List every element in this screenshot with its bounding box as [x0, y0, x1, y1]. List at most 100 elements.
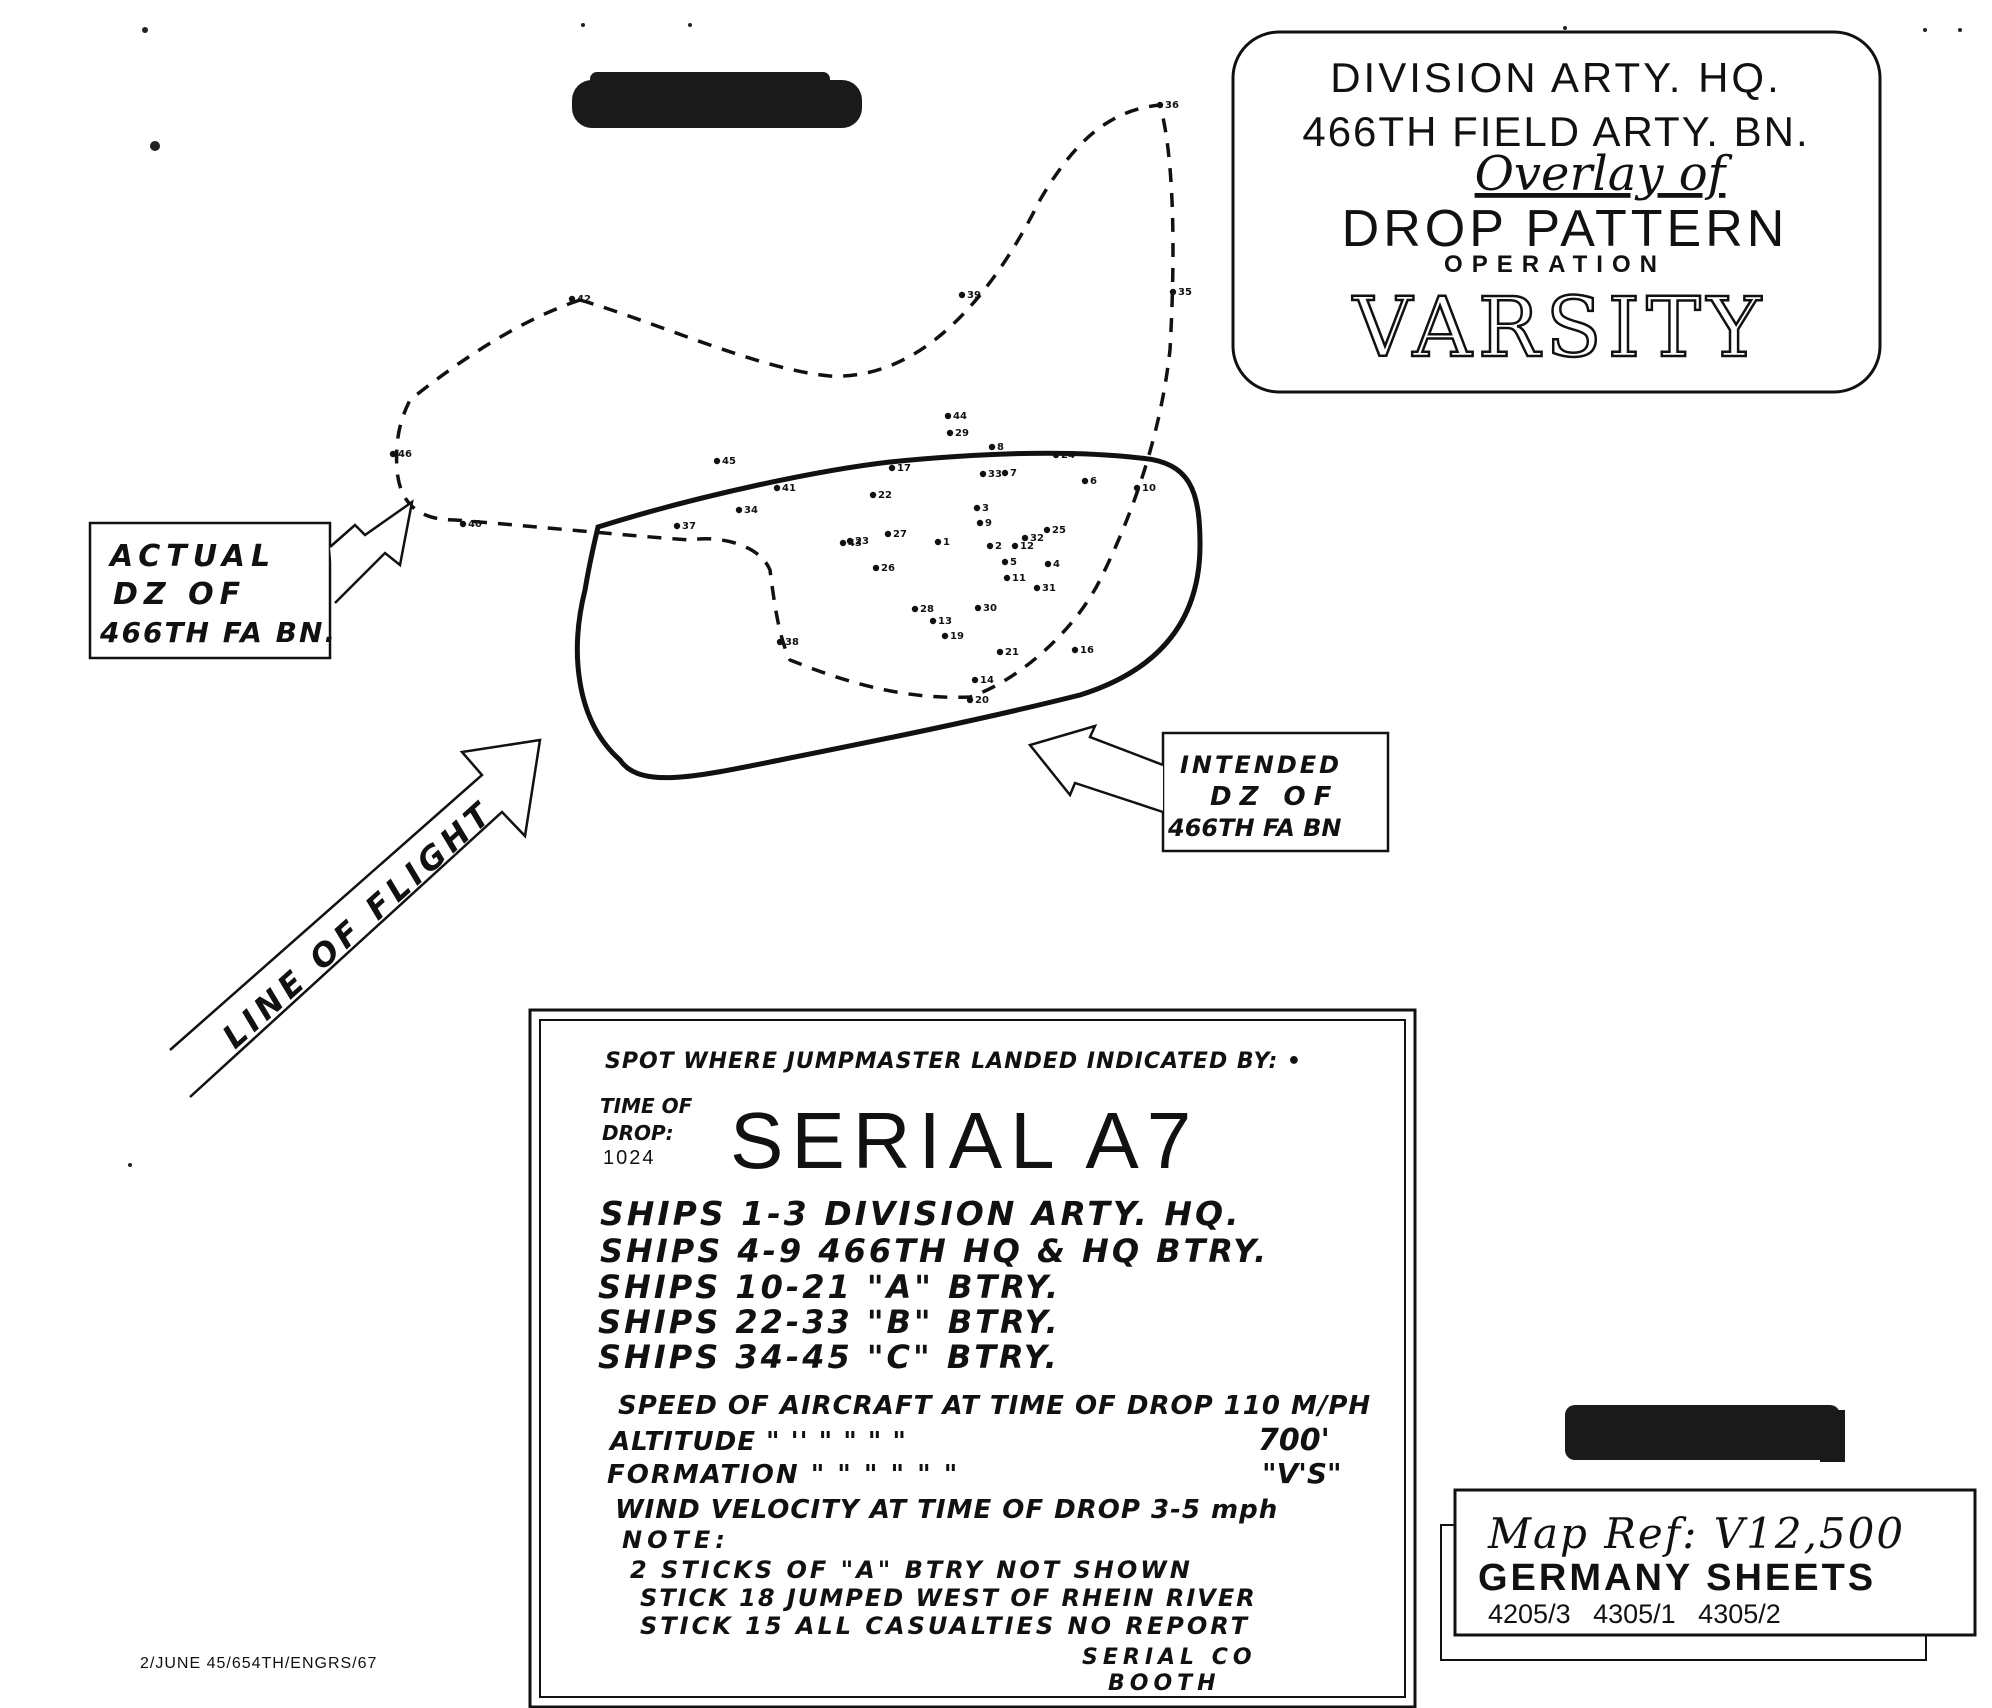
legend-ship-line-5: SHIPS 34-45 "C" BTRY.	[598, 1338, 1060, 1376]
landing-point-dot	[673, 522, 681, 530]
classification-redaction-bottom	[1565, 1405, 1845, 1462]
legend-signature-line1: SERIAL CO	[1082, 1645, 1257, 1670]
landing-point-7: 7	[1001, 468, 1017, 479]
landing-point-41: 41	[773, 483, 796, 494]
landing-point-8: 8	[988, 442, 1004, 453]
landing-point-label: 20	[975, 695, 989, 706]
landing-point-label: 27	[893, 529, 907, 540]
landing-point-dot	[1052, 451, 1060, 459]
legend-spot-note: SPOT WHERE JUMPMASTER LANDED INDICATED B…	[605, 1049, 1302, 1074]
landing-point-12: 12	[1011, 541, 1034, 552]
landing-point-label: 17	[897, 463, 911, 474]
landing-point-2: 2	[986, 541, 1002, 552]
landing-point-13: 13	[929, 616, 952, 627]
landing-point-dot	[1081, 477, 1089, 485]
intended-dz-arrow	[1027, 724, 1164, 814]
landing-point-label: 46	[398, 449, 412, 460]
landing-point-5: 5	[1001, 557, 1017, 568]
landing-point-dot	[941, 632, 949, 640]
legend-drop: DROP:	[602, 1121, 674, 1145]
legend-ship-line-2: SHIPS 4-9 466TH HQ & HQ BTRY.	[600, 1232, 1269, 1270]
map-ref-line1: Map Ref: V12,500	[1487, 1509, 1905, 1558]
landing-point-dot	[966, 696, 974, 704]
landing-point-label: 25	[1052, 525, 1066, 536]
landing-point-6: 6	[1081, 476, 1097, 487]
legend-note-2: STICK 18 JUMPED WEST OF RHEIN RIVER	[640, 1584, 1257, 1612]
legend-note-1: 2 STICKS OF "A" BTRY NOT SHOWN	[630, 1556, 1193, 1584]
line-of-flight-arrow: LINE OF FLIGHT	[169, 738, 542, 1098]
actual-dz-label-box: ACTUAL DZ OF 466TH FA BN.	[88, 499, 414, 660]
landing-point-label: 8	[997, 442, 1004, 453]
intended-dz-label-line1: INTENDED	[1180, 751, 1342, 779]
legend-signature-line2: BOOTH	[1108, 1671, 1221, 1696]
actual-dz-outline	[394, 103, 1175, 700]
landing-point-label: 32	[1030, 533, 1044, 544]
landing-point-25: 25	[1043, 525, 1066, 536]
landing-point-label: 11	[1012, 573, 1026, 584]
landing-point-label: 38	[785, 637, 799, 648]
actual-dz-label-line1: ACTUAL	[108, 539, 276, 574]
legend-ship-line-1: SHIPS 1-3 DIVISION ARTY. HQ.	[600, 1194, 1242, 1233]
landing-point-label: 21	[1005, 647, 1019, 658]
landing-point-label: 37	[682, 521, 696, 532]
landing-point-30: 30	[974, 603, 997, 614]
landing-point-dot	[979, 470, 987, 478]
landing-point-label: 35	[1178, 287, 1192, 298]
landing-point-dot	[773, 484, 781, 492]
legend-formation-label: FORMATION " " " " " "	[607, 1460, 959, 1490]
landing-point-dot	[996, 648, 1004, 656]
landing-point-dot	[1021, 534, 1029, 542]
landing-point-dot	[1071, 646, 1079, 654]
legend-ship-line-3: SHIPS 10-21 "A" BTRY.	[598, 1268, 1061, 1306]
landing-point-label: 44	[953, 411, 967, 422]
landing-point-label: 33	[988, 469, 1002, 480]
landing-point-37: 37	[673, 521, 696, 532]
legend-serial: SERIAL A7	[730, 1096, 1199, 1185]
landing-point-dot	[1043, 526, 1051, 534]
landing-point-22: 22	[869, 490, 892, 501]
legend-note-3: STICK 15 ALL CASUALTIES NO REPORT	[640, 1612, 1250, 1640]
landing-point-dot	[872, 564, 880, 572]
landing-point-dot	[934, 538, 942, 546]
landing-point-label: 4	[1053, 559, 1060, 570]
landing-point-dot	[974, 604, 982, 612]
landing-point-dot	[976, 519, 984, 527]
landing-point-dot	[929, 617, 937, 625]
landing-point-21: 21	[996, 647, 1019, 658]
landing-point-42: 42	[568, 294, 591, 305]
landing-point-29: 29	[946, 428, 969, 439]
landing-point-label: 24	[1061, 450, 1075, 461]
landing-point-dot	[1011, 542, 1019, 550]
legend-altitude-label: ALTITUDE " '' " " " "	[608, 1427, 907, 1457]
landing-point-19: 19	[941, 631, 964, 642]
landing-point-36: 36	[1156, 100, 1179, 111]
title-varsity: VARSITY	[1352, 281, 1767, 376]
landing-point-3: 3	[973, 503, 989, 514]
landing-point-label: 45	[722, 456, 736, 467]
landing-point-label: 30	[983, 603, 997, 614]
landing-point-44: 44	[944, 411, 967, 422]
landing-point-dot	[459, 520, 467, 528]
legend-wind: WIND VELOCITY AT TIME OF DROP 3-5 mph	[615, 1495, 1278, 1525]
landing-point-20: 20	[966, 695, 989, 706]
landing-point-label: 39	[967, 290, 981, 301]
landing-point-dot	[888, 464, 896, 472]
landing-point-dot	[776, 638, 784, 646]
landing-point-9: 9	[976, 518, 992, 529]
landing-point-11: 11	[1003, 573, 1026, 584]
landing-point-32: 32	[1021, 533, 1044, 544]
landing-point-label: 2	[995, 541, 1002, 552]
landing-point-dot	[389, 450, 397, 458]
landing-point-label: 1	[943, 537, 950, 548]
landing-point-dot	[1156, 101, 1164, 109]
landing-point-26: 26	[872, 563, 895, 574]
landing-point-dot	[1003, 574, 1011, 582]
landing-point-label: 19	[950, 631, 964, 642]
footer-reference-code: 2/JUNE 45/654TH/ENGRS/67	[140, 1655, 377, 1672]
map-ref-line3: 4205/3 4305/1 4305/2	[1488, 1599, 1781, 1629]
legend-note-heading: NOTE:	[622, 1526, 730, 1554]
landing-point-label: 3	[982, 503, 989, 514]
landing-point-label: 10	[1142, 483, 1156, 494]
title-box: DIVISION ARTY. HQ. 466TH FIELD ARTY. BN.…	[1231, 30, 1882, 394]
